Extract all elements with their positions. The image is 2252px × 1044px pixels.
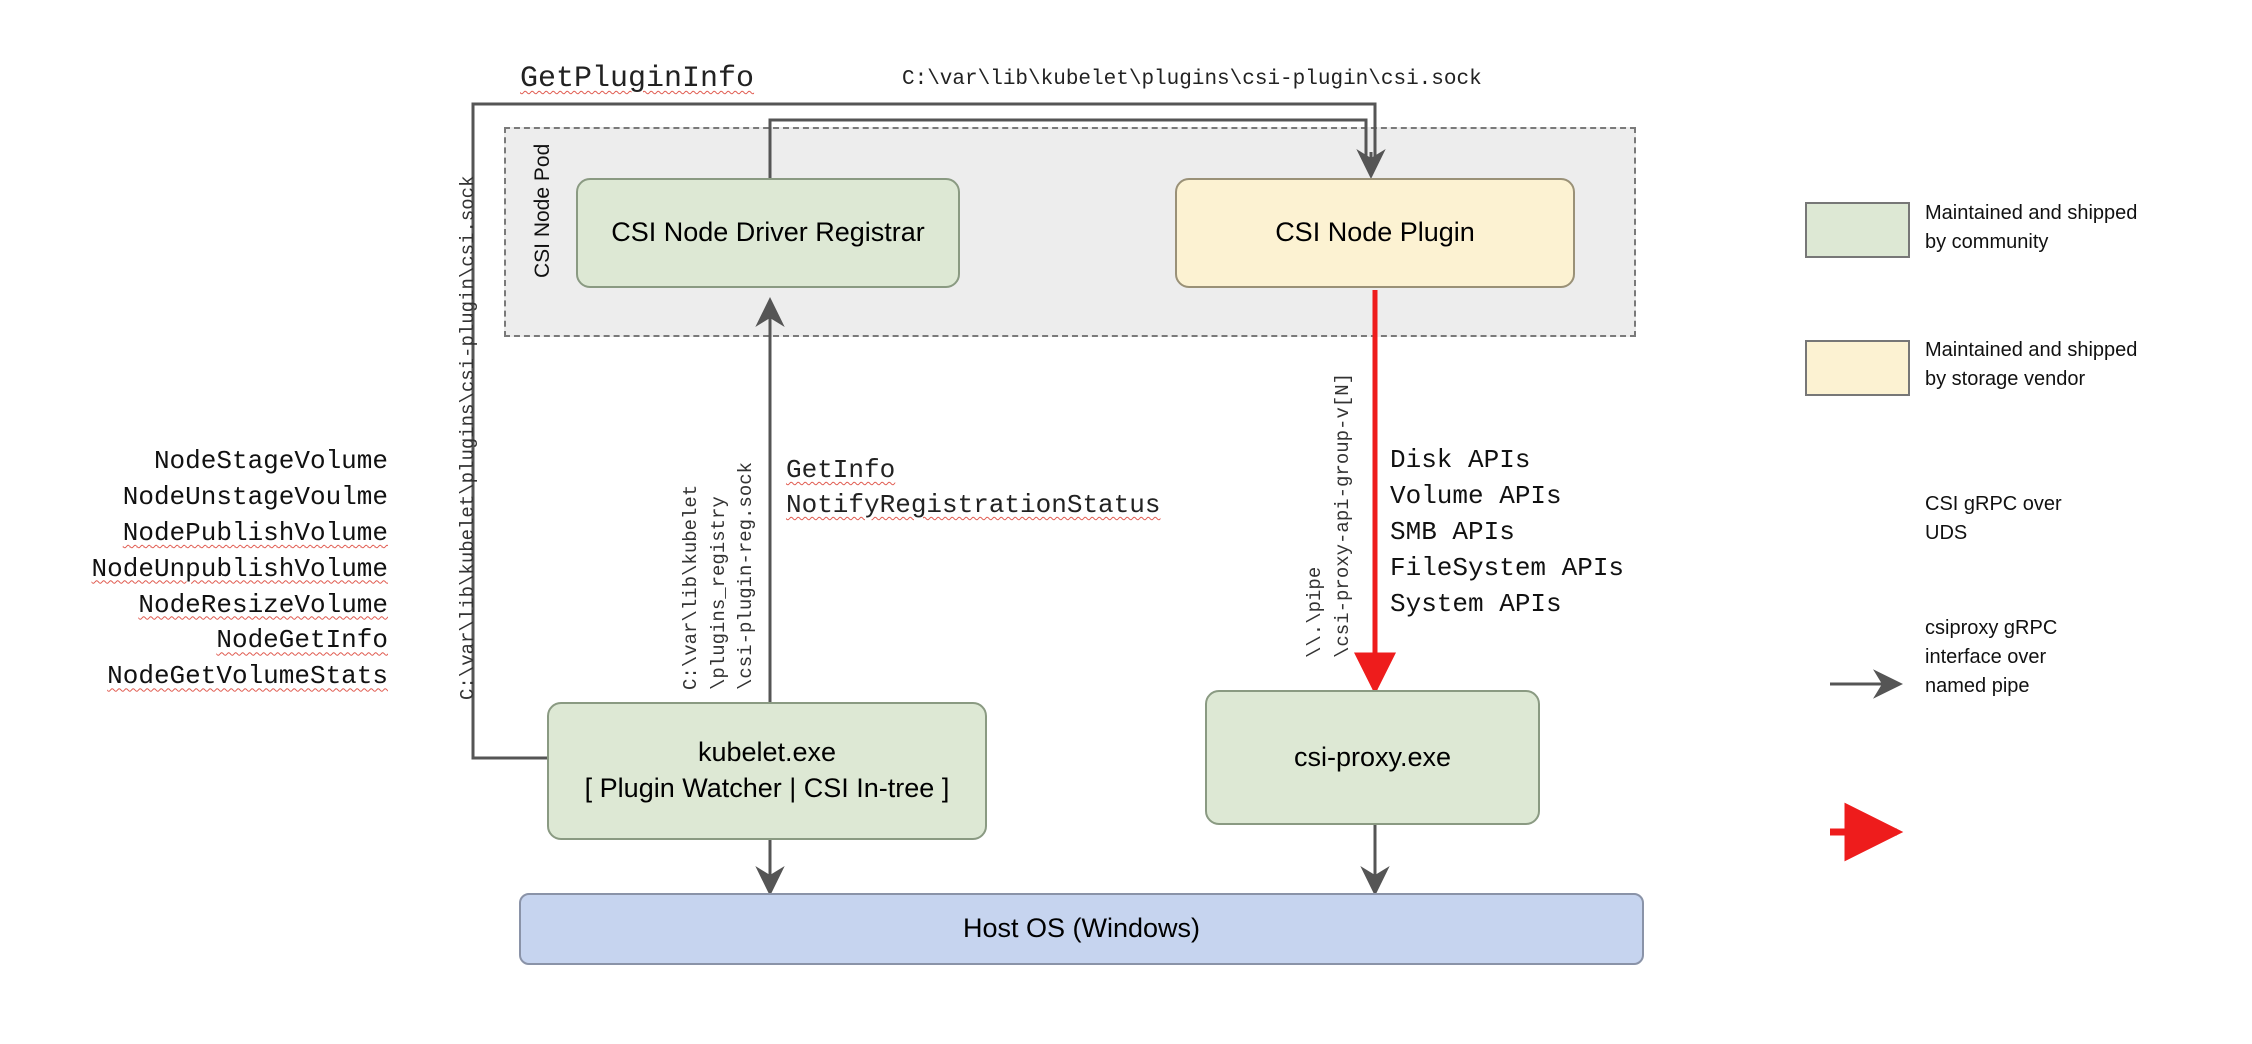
- node-csi-node-plugin-label: CSI Node Plugin: [1275, 217, 1475, 248]
- csi-node-api-list: NodeStageVolume NodeUnstageVoulme NodePu…: [88, 444, 388, 695]
- label-left-socket-vertical: C:\var\lib\kubelet\plugins\csi-plugin\cs…: [457, 175, 479, 701]
- api-list-item: System APIs: [1390, 588, 1562, 619]
- node-csi-node-plugin[interactable]: CSI Node Plugin: [1175, 178, 1575, 288]
- node-csi-node-driver-registrar[interactable]: CSI Node Driver Registrar: [576, 178, 960, 288]
- node-kubelet-exe-label-line1: kubelet.exe: [697, 737, 837, 768]
- node-host-os[interactable]: Host OS (Windows): [519, 893, 1644, 965]
- legend-text-csiproxy-grpc: csiproxy gRPC interface over named pipe: [1925, 617, 2058, 697]
- csi-node-pod-label: CSI Node Pod: [531, 143, 554, 278]
- legend-swatch-storage-vendor: [1805, 340, 1910, 396]
- legend-swatch-community: [1805, 202, 1910, 258]
- node-csi-node-driver-registrar-label: CSI Node Driver Registrar: [611, 217, 925, 248]
- label-named-pipe-vertical: \\.\pipe \csi-proxy-api-group-v[N]: [1304, 372, 1354, 658]
- node-host-os-label: Host OS (Windows): [962, 913, 1201, 944]
- node-csi-proxy-exe-label: csi-proxy.exe: [1293, 741, 1452, 772]
- label-registry-socket-vertical: C:\var\lib\kubelet \plugins_registry \cs…: [680, 461, 758, 690]
- api-list-item: NodeUnstageVoulme: [122, 481, 388, 512]
- csiproxy-api-list: Disk APIs Volume APIs SMB APIs FileSyste…: [1390, 443, 1624, 622]
- api-list-item: FileSystem APIs: [1390, 552, 1625, 583]
- node-csi-proxy-exe[interactable]: csi-proxy.exe: [1205, 690, 1540, 825]
- node-kubelet-exe[interactable]: kubelet.exe [ Plugin Watcher | CSI In-tr…: [547, 702, 987, 840]
- legend-text-csi-grpc-uds: CSI gRPC over UDS: [1925, 493, 2062, 544]
- api-list-item: NodeGetVolumeStats: [107, 661, 388, 692]
- label-get-plugin-info: GetPluginInfo: [520, 62, 755, 96]
- api-list-item: NodePublishVolume: [122, 517, 388, 548]
- api-list-item: NodeGetInfo: [216, 625, 388, 656]
- legend-text-storage-vendor: Maintained and shipped by storage vendor: [1925, 339, 2138, 390]
- node-kubelet-exe-label-line2: [ Plugin Watcher | CSI In-tree ]: [584, 773, 950, 803]
- api-list-item: NodeResizeVolume: [138, 589, 388, 620]
- api-list-item: NodeUnpublishVolume: [91, 553, 388, 584]
- label-get-info: GetInfo: [786, 455, 896, 485]
- api-list-item: Disk APIs: [1390, 445, 1531, 475]
- label-csi-sock-path: C:\var\lib\kubelet\plugins\csi-plugin\cs…: [902, 68, 1482, 91]
- api-list-item: NodeStageVolume: [153, 446, 388, 476]
- label-notify-registration-status: NotifyRegistrationStatus: [786, 490, 1161, 520]
- api-list-item: SMB APIs: [1390, 516, 1515, 547]
- api-list-item: Volume APIs: [1390, 480, 1562, 511]
- legend-text-community: Maintained and shipped by community: [1925, 202, 2138, 253]
